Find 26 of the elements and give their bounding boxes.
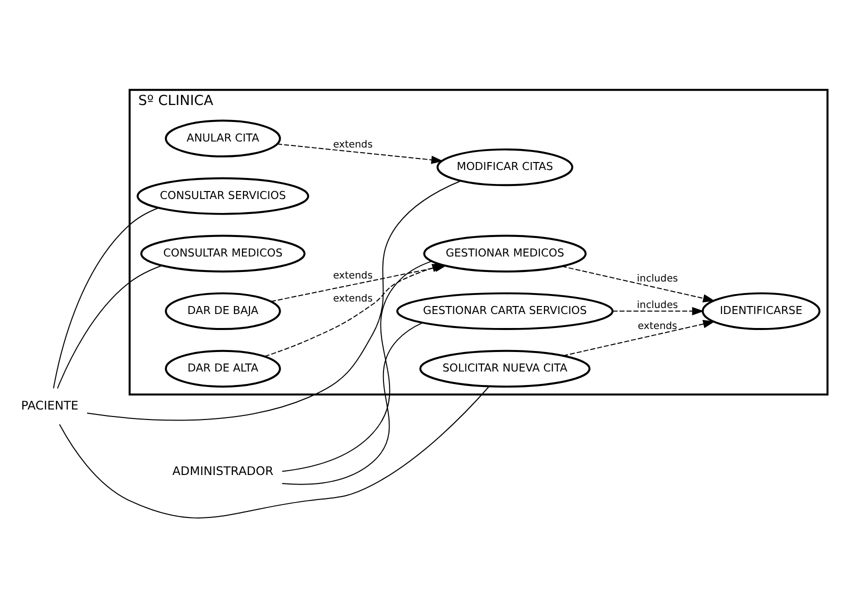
arrow (562, 320, 716, 356)
node-ellipse: GESTIONAR CARTA SERVICIOS (396, 292, 614, 330)
node-ellipse: DAR DE ALTA (164, 350, 281, 388)
node-ellipse: ANULAR CITA (164, 120, 281, 158)
node-ellipse: SOLICITAR NUEVA CITA (419, 350, 591, 388)
edge-label: extends (333, 270, 373, 282)
edge-label: extends (333, 293, 373, 304)
arrow (612, 307, 704, 316)
node-ellipse: MODIFICAR CITAS (436, 148, 574, 186)
edge-label: extends (333, 139, 373, 150)
node-text: ADMINISTRADOR (172, 464, 274, 478)
node-ellipse: CONSULTAR SERVICIOS (136, 177, 310, 215)
connector (282, 260, 432, 472)
node-ellipse: CONSULTAR MEDICOS (140, 234, 306, 272)
node-ellipse: DAR DE BAJA (164, 292, 281, 330)
arrow (276, 144, 444, 164)
connector (56, 265, 162, 389)
edge-label: includes (636, 273, 678, 284)
connector (86, 180, 462, 421)
connector (282, 322, 424, 485)
arrow (562, 266, 715, 302)
node-text: PACIENTE (21, 398, 78, 412)
edge-label: includes (636, 300, 678, 312)
connector (59, 386, 490, 518)
edge-label: extends (638, 321, 678, 332)
connector (53, 207, 159, 389)
